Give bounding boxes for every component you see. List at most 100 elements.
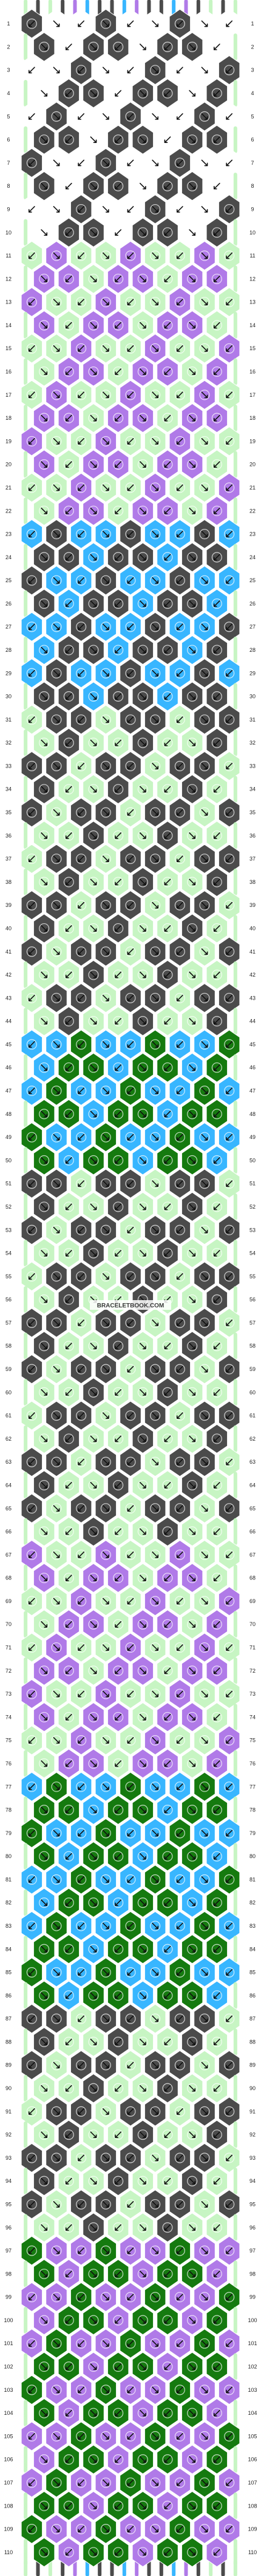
knot [194, 751, 215, 781]
row-number-left: 16 [5, 369, 12, 375]
knot [46, 2050, 67, 2080]
row-number-right: 12 [249, 276, 256, 282]
knot-ring [174, 668, 185, 679]
row-number-left: 92 [5, 2132, 12, 2138]
arrow-down-right-icon [201, 391, 208, 399]
row-number-right: 28 [249, 647, 256, 653]
arrow-down-left-icon [65, 832, 72, 839]
knot-ring [63, 88, 74, 99]
arrow-down-left-icon [226, 1226, 233, 1233]
knot [33, 264, 55, 294]
knot-ring [224, 1503, 235, 1514]
arrow-down-right-icon [41, 1528, 48, 1535]
arrow-down-left-icon [78, 391, 85, 399]
arrow-down-right-icon [139, 971, 146, 978]
knot-ring [39, 784, 50, 795]
arrow-down-right-icon [90, 44, 97, 50]
knot-ring [125, 482, 136, 493]
knot-ring [39, 923, 50, 934]
arrow-down-left-icon [213, 136, 220, 143]
knot-ring [88, 1248, 99, 1259]
arrow-down-left-icon [213, 1435, 220, 1442]
row-number-left: 4 [7, 90, 10, 96]
knot [194, 2189, 215, 2219]
knot [157, 78, 178, 108]
row-number-left: 40 [5, 925, 12, 931]
arrow-down-right-icon [41, 646, 48, 654]
knot-ring [199, 668, 210, 679]
knot [181, 1748, 203, 1779]
arrow-down-left-icon [78, 299, 85, 306]
knot-ring [76, 1178, 87, 1189]
knot [70, 705, 92, 735]
arrow-down-left-icon [28, 67, 35, 74]
knot [120, 797, 141, 828]
arrow-down-right-icon [90, 786, 97, 793]
arrow-down-right-icon [102, 716, 109, 723]
knot [181, 1888, 203, 1918]
knot-ring [39, 1248, 50, 1259]
knot [181, 1284, 203, 1315]
arrow-down-left-icon [65, 1203, 72, 1210]
knot [46, 1818, 67, 1848]
knot [33, 1748, 55, 1779]
knot-ring [224, 1178, 235, 1189]
knot-ring [187, 923, 198, 934]
knot-ring [88, 181, 99, 191]
knot [46, 2328, 67, 2359]
knot [95, 1308, 117, 1338]
arrow-down-left-icon [115, 878, 122, 886]
arrow-down-right-icon [90, 554, 97, 561]
knot-ring [125, 204, 136, 215]
knot-ring [150, 1085, 161, 1097]
knot [144, 797, 166, 828]
knot [83, 2073, 104, 2103]
arrow-down-left-icon [115, 229, 122, 236]
knot [21, 2468, 43, 2498]
knot [70, 1169, 92, 1199]
knot-ring [100, 529, 111, 540]
row-number-left: 8 [7, 183, 10, 189]
arrow-down-right-icon [41, 832, 48, 839]
knot [169, 1957, 191, 1987]
knot [107, 357, 129, 387]
arrow-down-right-icon [139, 1528, 146, 1535]
knot [33, 542, 55, 573]
knot [157, 635, 178, 665]
knot [58, 542, 80, 573]
knot [132, 264, 154, 294]
knot-ring [224, 1085, 235, 1097]
row-number-right: 61 [249, 1413, 256, 1419]
knot-ring [162, 1433, 173, 1444]
row-number-left: 80 [5, 1853, 12, 1859]
knot-ring [39, 273, 50, 284]
knot-ring [187, 1479, 198, 1491]
arrow-down-right-icon [41, 1296, 48, 1303]
row-number-right: 58 [249, 1343, 256, 1349]
knot [46, 1586, 67, 1616]
knot [83, 1052, 104, 1083]
knot-ring [211, 41, 222, 52]
knot [181, 2027, 203, 2057]
knot [33, 2166, 55, 2196]
knot [206, 1470, 228, 1500]
arrow-down-left-icon [176, 1458, 183, 1466]
knot [132, 2166, 154, 2196]
knot [218, 2375, 240, 2405]
arrow-down-left-icon [176, 206, 183, 213]
row-number-left: 30 [5, 694, 12, 700]
knot-ring [63, 1248, 74, 1259]
arrow-down-right-icon [189, 1064, 196, 1071]
arrow-down-left-icon [127, 1366, 134, 1373]
knot [132, 960, 154, 990]
arrow-down-right-icon [189, 1250, 196, 1256]
knot [83, 1192, 104, 1222]
knot [21, 2236, 43, 2266]
knot-ring [187, 598, 198, 609]
knot-ring [100, 900, 111, 911]
knot [194, 565, 215, 596]
knot-ring [162, 923, 173, 934]
knot [107, 774, 129, 805]
knot [58, 820, 80, 851]
arrow-down-right-icon [201, 1458, 208, 1466]
